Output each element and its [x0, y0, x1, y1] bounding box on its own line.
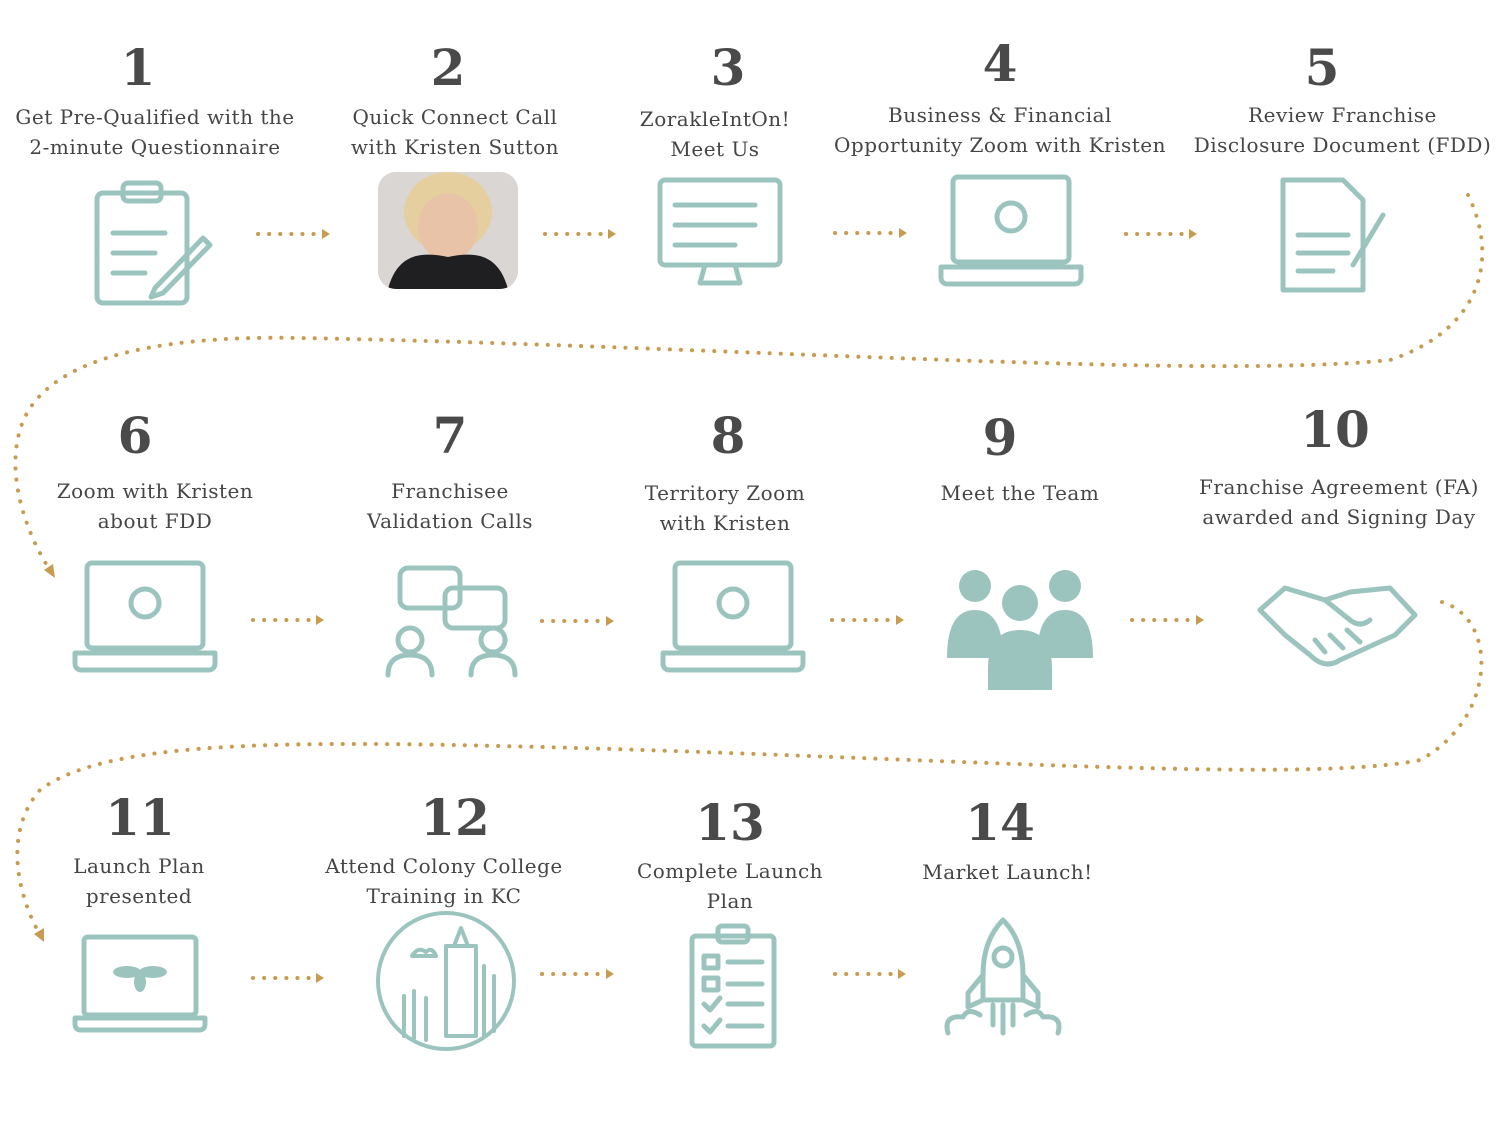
arrowhead — [316, 615, 324, 625]
step-label: Meet the Team — [880, 478, 1160, 508]
step-label: Franchisee Validation Calls — [300, 476, 600, 536]
arrowhead — [896, 615, 904, 625]
step-number: 1 — [120, 38, 156, 97]
step-number: 11 — [105, 788, 175, 847]
label-line: Attend Colony College — [325, 854, 563, 878]
step-number: 5 — [1304, 38, 1340, 97]
connector-10-11 — [15, 600, 1484, 937]
step-number: 6 — [117, 406, 153, 465]
arrowhead — [606, 969, 614, 979]
step-label: ZorakleIntOn! Meet Us — [575, 104, 855, 164]
arrowhead — [1196, 615, 1204, 625]
arrowhead — [322, 229, 330, 239]
label-line: 2-minute Questionnaire — [29, 135, 281, 159]
step-number: 2 — [430, 38, 466, 97]
label-line: Complete Launch — [636, 859, 824, 883]
step-number: 8 — [710, 406, 746, 465]
step-label: Business & Financial Opportunity Zoom wi… — [830, 100, 1170, 160]
step-label: Complete Launch Plan — [600, 856, 860, 916]
city-skyline-icon — [376, 911, 516, 1051]
checklist-clipboard-icon — [689, 923, 777, 1049]
label-line: Disclosure Document (FDD) — [1193, 133, 1492, 157]
handshake-icon — [1257, 585, 1418, 667]
label-line: Market Launch! — [922, 860, 1093, 884]
step-label: Territory Zoom with Kristen — [585, 478, 865, 538]
step-label: Franchise Agreement (FA) awarded and Sig… — [1180, 472, 1498, 532]
step-number: 12 — [420, 788, 490, 847]
laptop-video-icon — [938, 174, 1084, 287]
label-line: presented — [85, 884, 193, 908]
label-line: with Kristen — [659, 511, 791, 535]
arrowhead — [44, 564, 55, 578]
step-label: Market Launch! — [880, 857, 1135, 887]
laptop-bee-icon — [72, 934, 208, 1033]
step-label: Launch Plan presented — [0, 851, 278, 911]
label-line: Plan — [706, 889, 754, 913]
label-line: Business & Financial — [888, 103, 1112, 127]
document-pen-icon — [1280, 177, 1386, 293]
clipboard-pencil-icon — [94, 180, 213, 306]
label-line: Franchisee — [391, 479, 509, 503]
label-line: Meet Us — [670, 137, 760, 161]
step-label: Get Pre-Qualified with the 2-minute Ques… — [5, 102, 305, 162]
arrowhead — [608, 229, 616, 239]
arrowhead — [1189, 229, 1197, 239]
arrowhead — [899, 228, 907, 238]
step-label: Quick Connect Call with Kristen Sutton — [305, 102, 605, 162]
step-number: 14 — [965, 793, 1035, 852]
portrait-photo — [378, 172, 518, 289]
label-line: Training in KC — [366, 884, 522, 908]
label-line: about FDD — [97, 509, 213, 533]
label-line: Validation Calls — [366, 509, 534, 533]
step-number: 13 — [695, 793, 765, 852]
arrowhead — [34, 928, 44, 942]
chat-people-icon — [385, 565, 518, 678]
step-number: 4 — [982, 34, 1018, 93]
label-line: Territory Zoom — [644, 481, 806, 505]
step-number: 3 — [710, 38, 746, 97]
label-line: Get Pre-Qualified with the — [15, 105, 295, 129]
arrowhead — [606, 616, 614, 626]
step-number: 7 — [432, 406, 468, 465]
arrowhead — [898, 969, 906, 979]
label-line: Opportunity Zoom with Kristen — [834, 133, 1166, 157]
label-line: with Kristen Sutton — [350, 135, 560, 159]
step-number: 9 — [982, 408, 1018, 467]
laptop-video-icon — [660, 560, 806, 673]
label-line: Zoom with Kristen — [56, 479, 254, 503]
rocket-icon — [944, 917, 1062, 1036]
label-line: Franchise Agreement (FA) — [1199, 475, 1479, 499]
label-line: ZorakleIntOn! — [639, 107, 791, 131]
label-line: Review Franchise — [1248, 103, 1437, 127]
team-people-icon — [947, 570, 1093, 690]
label-line: Quick Connect Call — [352, 105, 558, 129]
step-label: Zoom with Kristen about FDD — [0, 476, 310, 536]
laptop-video-icon — [72, 560, 218, 673]
arrowhead — [316, 973, 324, 983]
connector-5-6 — [13, 193, 1485, 572]
label-line: Meet the Team — [940, 481, 1100, 505]
step-number: 10 — [1300, 400, 1370, 459]
label-line: Launch Plan — [73, 854, 205, 878]
label-line: awarded and Signing Day — [1202, 505, 1476, 529]
step-label: Attend Colony College Training in KC — [300, 851, 588, 911]
step-label: Review Franchise Disclosure Document (FD… — [1185, 100, 1500, 160]
desktop-checklist-icon — [657, 177, 783, 286]
